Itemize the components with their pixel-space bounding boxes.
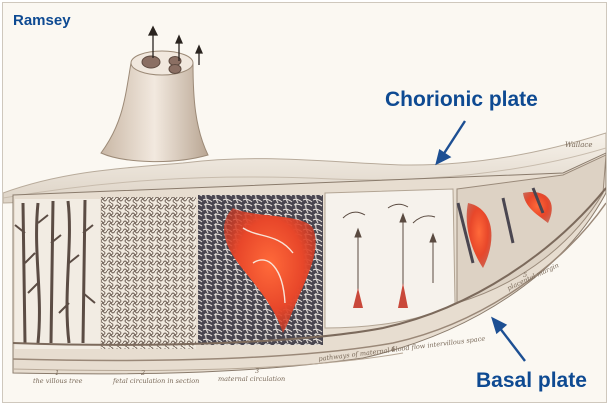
segment-number-1: 1 (55, 369, 59, 377)
segment-number-2: 2 (141, 369, 145, 377)
fetal-circulation-segment (101, 197, 196, 349)
maternal-circulation-segment (198, 195, 323, 345)
chorionic-plate-label: Chorionic plate (385, 88, 538, 112)
author-label: Ramsey (13, 12, 71, 29)
segment-number-3: 3 (255, 367, 259, 375)
cord-cross-section (131, 51, 193, 75)
caption-maternal-circulation: maternal circulation (218, 375, 285, 383)
caption-fetal-circulation: fetal circulation in section (113, 377, 199, 385)
villous-tree-segment (15, 199, 100, 349)
basal-plate-label: Basal plate (476, 369, 587, 393)
caption-villous-tree: the villous tree (33, 377, 83, 385)
placenta-illustration (3, 3, 606, 402)
segment-number-5: 5 (523, 271, 527, 279)
artist-signature: Wallace (565, 141, 592, 149)
segment-number-4: 4 (391, 345, 395, 353)
umbilical-cord (101, 63, 208, 162)
intervillous-flow-segment (325, 189, 455, 328)
